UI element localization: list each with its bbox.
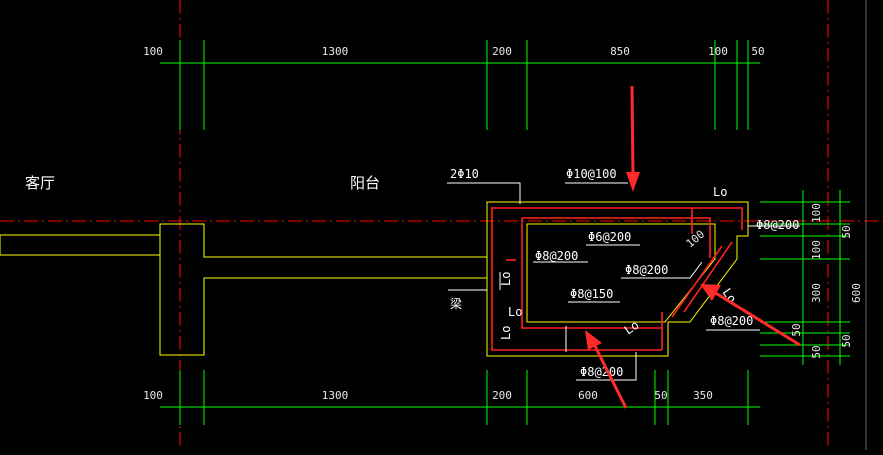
right-dimension-chain — [760, 190, 850, 365]
right-dim-4: 300 — [810, 283, 823, 303]
right-dim-7: 50 — [840, 334, 853, 347]
label-bottom-inner: Φ8@150 — [570, 287, 613, 301]
label-lo-top: Lo — [713, 185, 727, 199]
rebar-lines — [491, 207, 743, 351]
label-lo-diag: Lo — [622, 318, 642, 338]
right-dim-8: 50 — [810, 345, 823, 358]
label-diagonal: Φ8@200 — [625, 263, 668, 277]
top-dim-3: 200 — [492, 45, 512, 58]
label-lo-left: Lo — [499, 272, 513, 286]
room-label-balcony: 阳台 — [350, 174, 380, 192]
bottom-dimension-chain — [160, 370, 760, 425]
top-dim-6: 50 — [751, 45, 764, 58]
right-dim-5: 600 — [850, 283, 863, 303]
top-dim-2: 1300 — [322, 45, 349, 58]
bottom-dim-2: 1300 — [322, 389, 349, 402]
label-inner-top: Φ6@200 — [588, 230, 631, 244]
label-top-slab: Φ10@100 — [566, 167, 617, 181]
right-dim-1: 100 — [810, 203, 823, 223]
right-dim-6: 50 — [790, 323, 803, 336]
top-dimension-chain — [160, 40, 760, 130]
right-dim-3: 100 — [810, 240, 823, 260]
label-lo-diag-right: Lo — [720, 286, 740, 306]
bottom-dim-5: 50 — [654, 389, 667, 402]
label-mark-100: 100 — [684, 228, 708, 251]
label-left-wall: Φ8@200 — [535, 249, 578, 263]
arrow-down-icon — [626, 85, 640, 192]
arrow-diagonal-right-icon — [700, 284, 801, 347]
right-dim-2: 50 — [840, 225, 853, 238]
arrow-diagonal-bottom-icon — [585, 330, 628, 409]
label-bottom-outer: Φ8@200 — [580, 365, 623, 379]
label-lo-bottom-left: Lo — [499, 326, 513, 340]
room-label-living: 客厅 — [25, 174, 55, 192]
top-dim-4: 850 — [610, 45, 630, 58]
label-right-top: Φ8@200 — [756, 218, 799, 232]
bottom-dim-1: 100 — [143, 389, 163, 402]
bottom-dim-6: 350 — [693, 389, 713, 402]
label-lo-inner: Lo — [508, 305, 522, 319]
label-top-bar: 2Φ10 — [450, 167, 479, 181]
leader-lines — [447, 182, 800, 381]
top-dim-5: 100 — [708, 45, 728, 58]
arrows — [585, 85, 801, 409]
bottom-dim-3: 200 — [492, 389, 512, 402]
bottom-dim-4: 600 — [578, 389, 598, 402]
label-beam: 梁 — [450, 296, 462, 311]
label-diagonal-outer: Φ8@200 — [710, 314, 753, 328]
top-dim-1: 100 — [143, 45, 163, 58]
